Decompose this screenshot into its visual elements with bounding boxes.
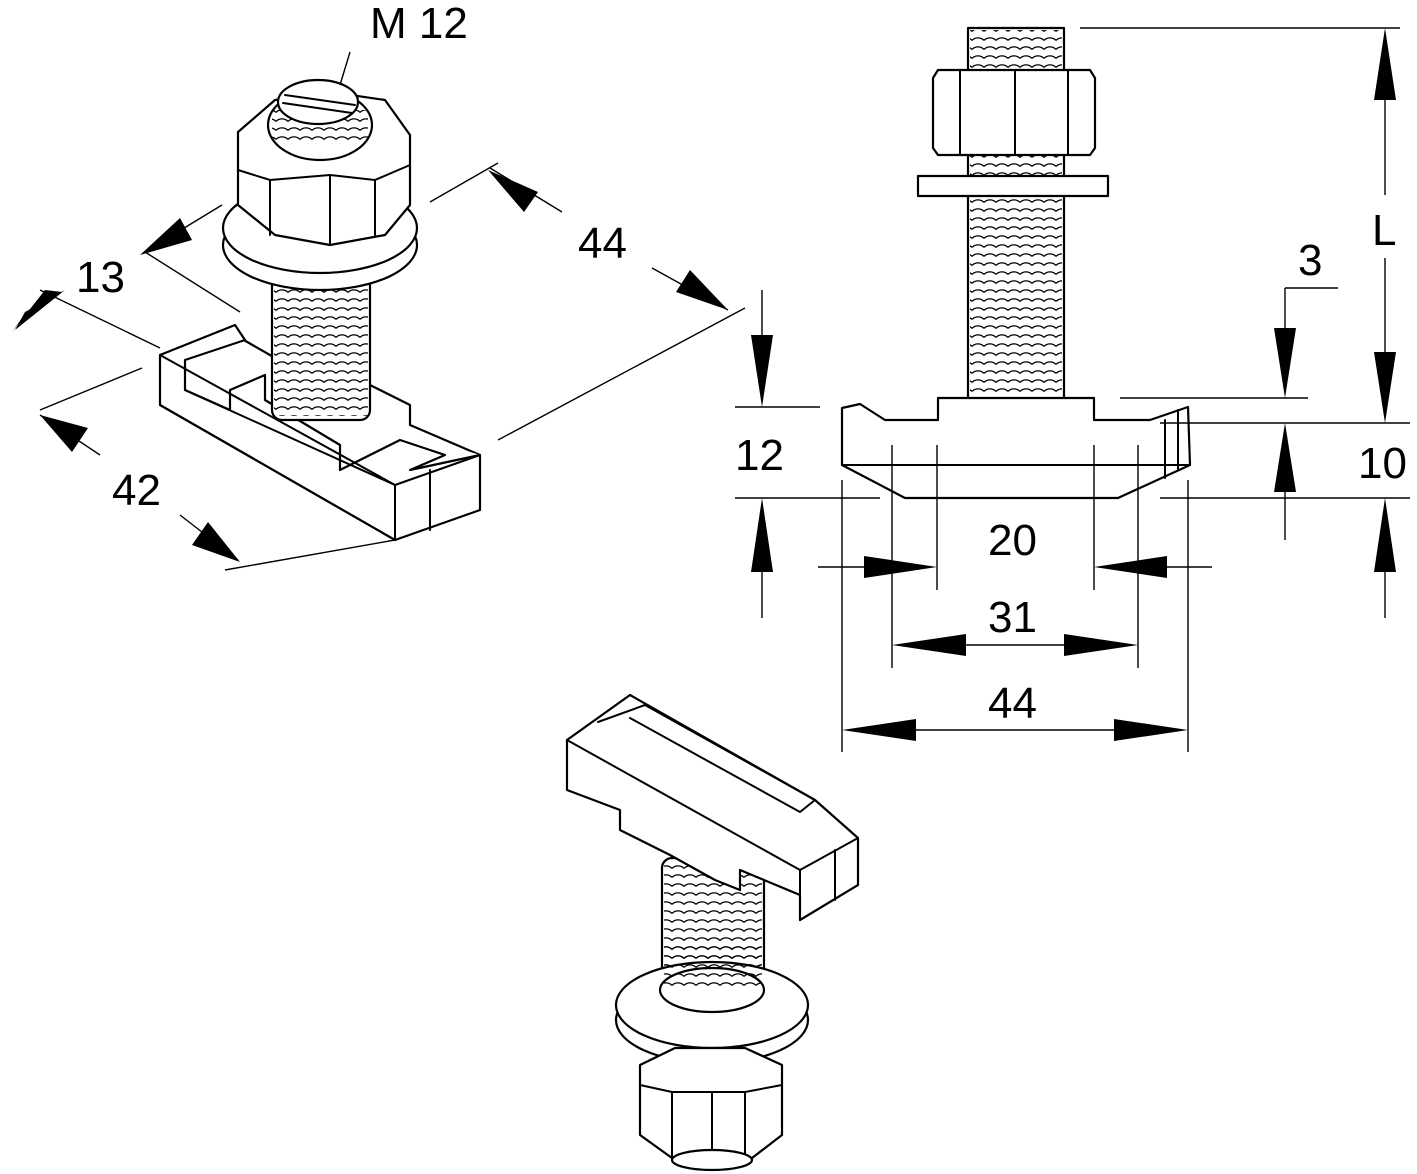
arrow-L-top bbox=[1374, 28, 1396, 100]
isometric-hammer-head-bolt: M 12 13 44 42 bbox=[12, 0, 746, 571]
arrow-12-bottom bbox=[751, 498, 773, 572]
inv-hammer-head bbox=[565, 693, 860, 922]
arrow-42-top bbox=[40, 415, 88, 452]
arrow-13-bottom bbox=[12, 290, 62, 332]
arrow-10-bottom bbox=[1374, 498, 1396, 572]
inv-washer bbox=[614, 940, 810, 1065]
inv-hex-nut bbox=[638, 1046, 784, 1172]
label-iso-44: 44 bbox=[578, 219, 627, 268]
arrow-44-iso-top bbox=[488, 170, 538, 212]
arrow-31-right bbox=[1064, 634, 1138, 656]
arrow-3-bottom bbox=[1274, 423, 1296, 492]
iso-bolt-tip bbox=[266, 78, 374, 162]
isometric-hammer-head-bolt-inverted bbox=[565, 693, 860, 1172]
arrow-31-left bbox=[892, 634, 966, 656]
label-length-L: L bbox=[1372, 206, 1396, 255]
label-width-44: 44 bbox=[988, 679, 1037, 728]
arrow-3-top bbox=[1274, 328, 1296, 398]
arrow-L-bottom bbox=[1374, 352, 1396, 423]
arrow-42-bottom bbox=[192, 522, 240, 562]
label-iso-13: 13 bbox=[76, 253, 125, 302]
label-width-20: 20 bbox=[988, 516, 1037, 565]
label-height-10: 10 bbox=[1358, 439, 1407, 488]
label-thread-size: M 12 bbox=[370, 0, 468, 48]
label-iso-42: 42 bbox=[112, 466, 161, 515]
arrow-20-left bbox=[864, 556, 937, 578]
arrow-12-top bbox=[751, 335, 773, 407]
arrow-13-top bbox=[140, 218, 192, 255]
front-hammer-head bbox=[840, 396, 1192, 500]
front-washer bbox=[916, 174, 1110, 198]
front-view: L 3 10 12 20 31 44 bbox=[735, 26, 1410, 752]
iso-hammer-head bbox=[158, 323, 482, 542]
label-height-12: 12 bbox=[735, 431, 784, 480]
front-hex-nut bbox=[931, 68, 1097, 157]
arrow-20-right bbox=[1094, 556, 1167, 578]
arrow-44-front-right bbox=[1114, 719, 1188, 741]
arrow-44-front-left bbox=[842, 719, 916, 741]
arrow-44-iso-bottom bbox=[676, 270, 728, 310]
label-width-31: 31 bbox=[988, 593, 1037, 642]
iso-bolt-shank bbox=[270, 273, 372, 422]
label-lip-3: 3 bbox=[1298, 236, 1322, 285]
